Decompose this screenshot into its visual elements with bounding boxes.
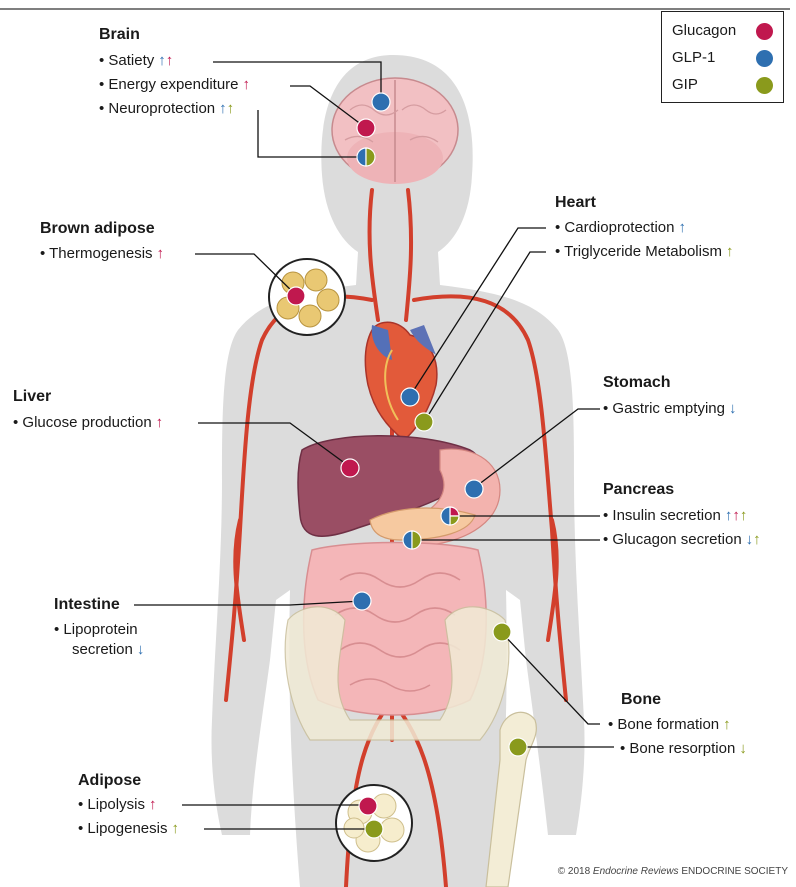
copyright-credit: © 2018 Endocrine Reviews ENDOCRINE SOCIE… <box>558 866 788 877</box>
credit-society: ENDOCRINE SOCIETY <box>681 866 788 877</box>
bone-effect-bone-resorption: • Bone resorption↓ <box>620 740 747 758</box>
effect-text: • Thermogenesis <box>40 245 153 262</box>
intestine-effect-secretion: secretion↓ <box>72 641 144 659</box>
heart-title: Heart <box>555 194 596 212</box>
bone-title: Bone <box>621 691 661 709</box>
effect-text: • Glucose production <box>13 414 152 431</box>
effect-text: • Triglyceride Metabolism <box>555 243 722 260</box>
up-arrow-icon: ↑ <box>732 507 740 524</box>
intestine-effect-lipoprotein: • Lipoprotein <box>54 621 138 639</box>
heart-effect-cardioprotection: • Cardioprotection↑ <box>555 219 686 237</box>
effect-text: • Bone formation <box>608 716 719 733</box>
legend-label-glucagon: Glucagon <box>672 22 736 39</box>
up-arrow-icon: ↑ <box>723 716 731 733</box>
adipose-effect-lipogenesis: • Lipogenesis↑ <box>78 820 179 838</box>
pancreas-effect-glucagon-secretion: • Glucagon secretion↓↑ <box>603 531 761 549</box>
up-arrow-icon: ↑ <box>158 52 166 69</box>
up-arrow-icon: ↑ <box>149 796 157 813</box>
up-arrow-icon: ↑ <box>157 245 165 262</box>
up-arrow-icon: ↑ <box>678 219 686 236</box>
down-arrow-icon: ↓ <box>137 641 145 658</box>
credit-journal: Endocrine Reviews <box>593 866 679 877</box>
legend-swatch-glp1 <box>756 50 773 67</box>
effect-text: • Lipolysis <box>78 796 145 813</box>
brain-effect-satiety: • Satiety↑↑ <box>99 52 173 70</box>
up-arrow-icon: ↑ <box>219 100 227 117</box>
liver-title: Liver <box>13 388 51 406</box>
brown-adipose-inset <box>269 259 345 335</box>
effect-text: • Lipoprotein <box>54 621 138 638</box>
effect-text: • Gastric emptying <box>603 400 725 417</box>
effect-text: • Glucagon secretion <box>603 531 742 548</box>
effect-text: secretion <box>72 641 133 658</box>
effect-text: • Lipogenesis <box>78 820 167 837</box>
effect-text: • Bone resorption <box>620 740 735 757</box>
legend-label-glp1: GLP-1 <box>672 49 715 66</box>
up-arrow-icon: ↑ <box>156 414 164 431</box>
pancreas-title: Pancreas <box>603 481 674 499</box>
brown-adipose-effect-thermogenesis: • Thermogenesis↑ <box>40 245 164 263</box>
up-arrow-icon: ↑ <box>166 52 174 69</box>
pancreas-effect-insulin-secretion: • Insulin secretion↑↑↑ <box>603 507 747 525</box>
up-arrow-icon: ↑ <box>740 507 748 524</box>
adipose-title: Adipose <box>78 772 141 790</box>
brown-adipose-title: Brown adipose <box>40 220 155 238</box>
brain-organ <box>332 78 458 184</box>
heart-effect-triglyceride-metabolism: • Triglyceride Metabolism↑ <box>555 243 733 261</box>
brain-title: Brain <box>99 26 140 44</box>
down-arrow-icon: ↓ <box>739 740 747 757</box>
effect-text: • Energy expenditure <box>99 76 239 93</box>
up-arrow-icon: ↑ <box>726 243 734 260</box>
bone-effect-bone-formation: • Bone formation↑ <box>608 716 731 734</box>
legend: Glucagon GLP-1 GIP <box>661 11 784 103</box>
intestine-title: Intestine <box>54 596 120 614</box>
up-arrow-icon: ↑ <box>171 820 179 837</box>
effect-text: • Insulin secretion <box>603 507 721 524</box>
brain-effect-neuroprotection: • Neuroprotection↑↑ <box>99 100 234 118</box>
adipose-effect-lipolysis: • Lipolysis↑ <box>78 796 156 814</box>
legend-swatch-gip <box>756 77 773 94</box>
effect-text: • Satiety <box>99 52 154 69</box>
credit-prefix: © 2018 <box>558 866 590 877</box>
stomach-title: Stomach <box>603 374 671 392</box>
up-arrow-icon: ↑ <box>753 531 761 548</box>
down-arrow-icon: ↓ <box>729 400 737 417</box>
up-arrow-icon: ↑ <box>243 76 251 93</box>
up-arrow-icon: ↑ <box>227 100 235 117</box>
effect-text: • Cardioprotection <box>555 219 674 236</box>
stomach-effect-gastric-emptying: • Gastric emptying↓ <box>603 400 736 418</box>
effect-text: • Neuroprotection <box>99 100 215 117</box>
liver-effect-glucose-production: • Glucose production↑ <box>13 414 163 432</box>
brain-effect-energy-expenditure: • Energy expenditure↑ <box>99 76 250 94</box>
legend-swatch-glucagon <box>756 23 773 40</box>
legend-label-gip: GIP <box>672 76 698 93</box>
